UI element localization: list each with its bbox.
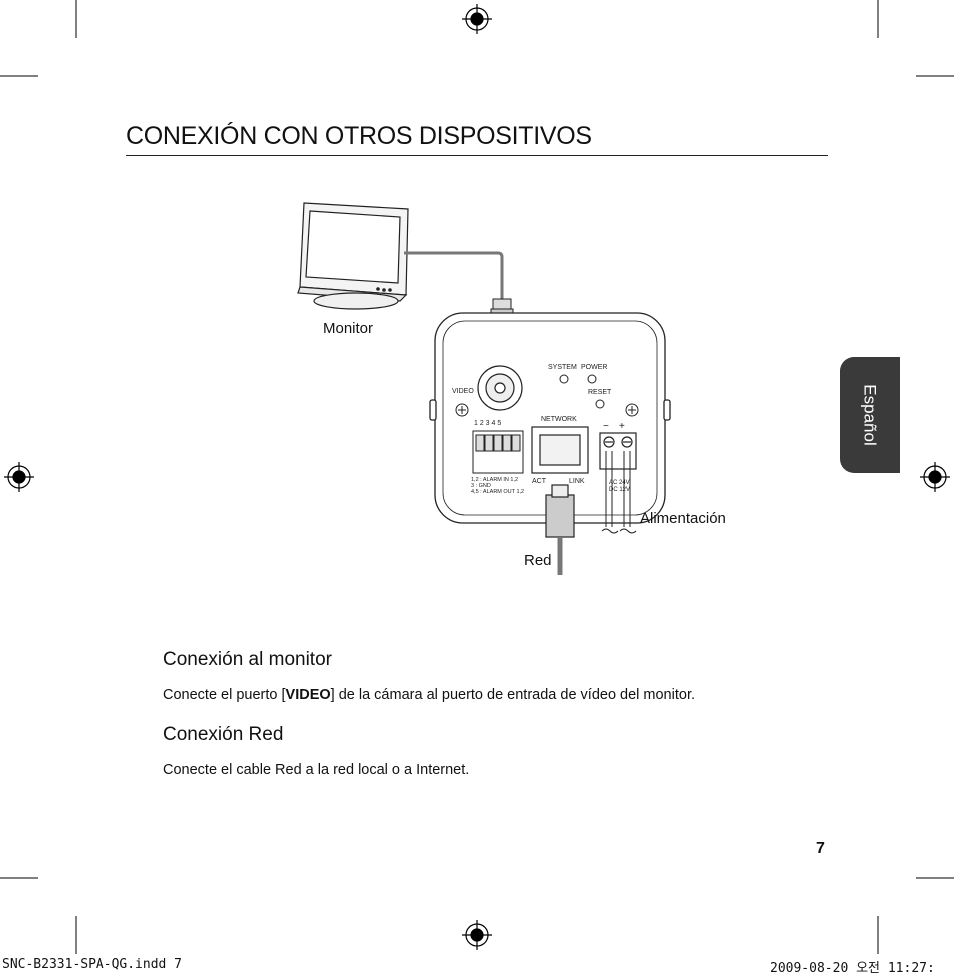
language-tab [840, 357, 900, 473]
dc-label: DC 12V [609, 487, 630, 493]
page-title: CONEXIÓN CON OTROS DISPOSITIVOS [126, 122, 592, 150]
act-led-label: ACT [532, 478, 547, 485]
reset-button [595, 399, 605, 409]
monitor-icon [297, 202, 409, 310]
registration-mark-right [920, 462, 950, 492]
terminal-legend: 4,5 : ALARM OUT 1,2 [471, 489, 524, 495]
reset-label: RESET [588, 389, 612, 396]
terminal-legend: 1,2 : ALARM IN 1,2 [471, 477, 518, 483]
power-label: Alimentación [640, 510, 726, 527]
network-cable-plug [545, 484, 575, 538]
system-led-label: SYSTEM [548, 364, 577, 371]
minus-sign: − [603, 421, 609, 432]
screw-icon [455, 403, 469, 417]
connection-diagram: VIDEO SYSTEM POWER RESET 1 2 3 4 5 1,2 :… [297, 202, 671, 575]
terminal-numbers: 1 2 3 4 5 [474, 420, 501, 427]
power-wires [601, 451, 637, 534]
registration-mark-bottom [462, 920, 492, 950]
network-port-label: NETWORK [541, 416, 577, 423]
video-port [477, 365, 523, 411]
link-led-label: LINK [569, 478, 585, 485]
power-led [587, 374, 597, 384]
system-led [559, 374, 569, 384]
print-slug-file: SNC-B2331-SPA-QG.indd 7 [2, 957, 183, 972]
section-text-network: Conecte el cable Red a la red local o a … [163, 762, 470, 778]
monitor-label: Monitor [323, 320, 374, 337]
title-divider [126, 155, 828, 156]
page-number: 7 [816, 840, 825, 857]
registration-mark-top [462, 4, 492, 34]
video-cable [404, 251, 504, 303]
network-label: Red [524, 552, 552, 569]
video-port-label: VIDEO [452, 388, 474, 395]
ac-label: AC 24V [609, 480, 630, 486]
screw-icon [625, 403, 639, 417]
video-port-name: VIDEO [285, 687, 331, 703]
power-led-label: POWER [581, 364, 607, 371]
terminal-legend: 3 : GND [471, 483, 491, 489]
section-text-monitor: Conecte el puerto [VIDEO] de la cámara a… [163, 687, 695, 703]
network-port [531, 426, 589, 474]
plus-sign: + [619, 421, 625, 432]
registration-mark-left [4, 462, 34, 492]
language-tab-label: Español [861, 384, 880, 446]
print-slug-date: 2009-08-20 오전 11:27: [770, 961, 935, 976]
section-heading-network: Conexión Red [163, 724, 284, 745]
alarm-terminal-block [472, 430, 524, 474]
section-heading-monitor: Conexión al monitor [163, 649, 332, 670]
power-terminal [599, 432, 637, 470]
